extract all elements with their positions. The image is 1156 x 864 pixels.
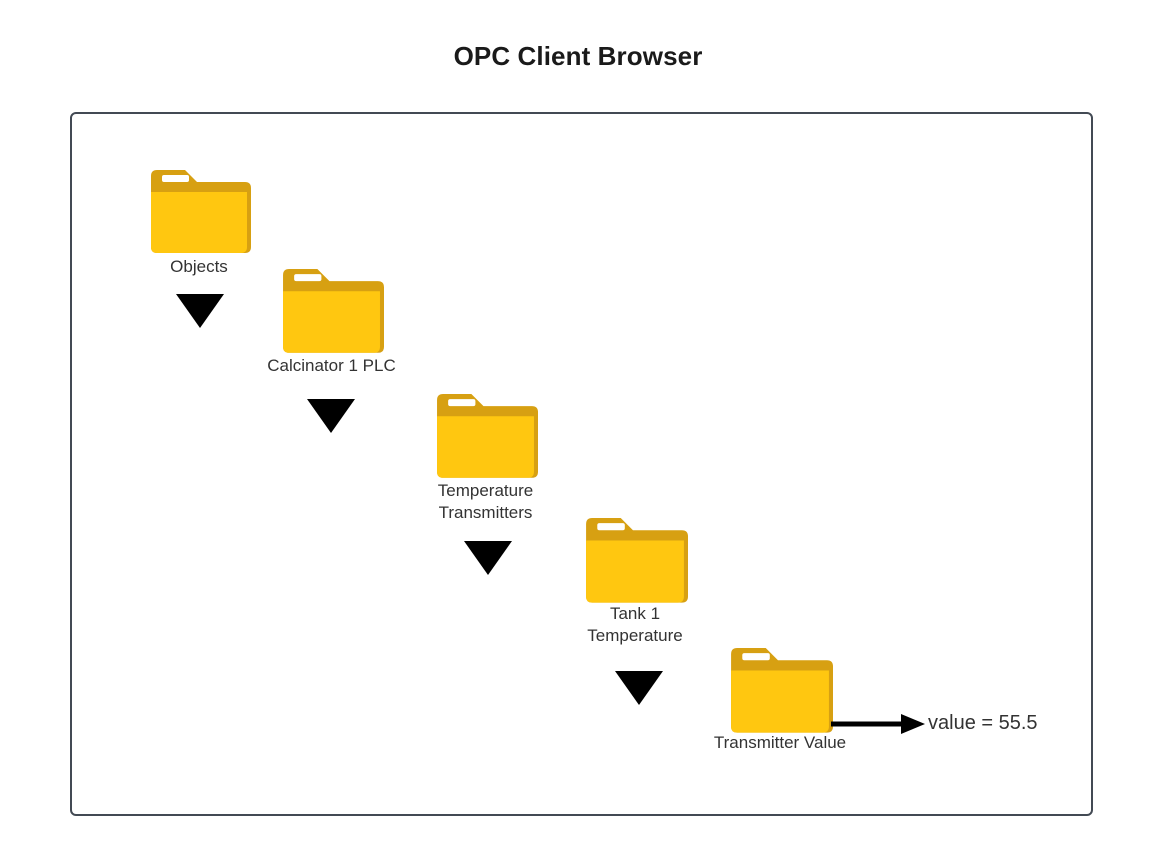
folder-icon[interactable] <box>279 267 384 355</box>
folder-icon[interactable] <box>582 516 688 605</box>
folder-icon[interactable] <box>147 168 251 255</box>
node-label-line-1: Temperature <box>437 481 534 500</box>
folder-icon[interactable] <box>727 646 833 735</box>
node-calcinator-1-plc[interactable]: Calcinator 1 PLC <box>267 267 396 375</box>
down-arrow-icon <box>307 399 355 433</box>
node-label-line-2: Temperature <box>587 626 683 645</box>
folder-icon[interactable] <box>433 392 538 480</box>
down-arrow-icon <box>464 541 512 575</box>
node-label-tank-1-temperature: Tank 1 Temperature <box>587 603 682 647</box>
transmitter-value-readout: value = 55.5 <box>928 712 1038 734</box>
right-arrow-icon <box>831 711 927 737</box>
node-label-calcinator-1-plc: Calcinator 1 PLC <box>267 356 396 375</box>
node-objects[interactable]: Objects <box>147 168 251 276</box>
page-title: OPC Client Browser <box>453 41 703 71</box>
node-transmitter-value[interactable]: Transmitter Value <box>714 646 846 752</box>
node-label-objects: Objects <box>170 257 228 276</box>
node-tank-1-temperature[interactable]: Tank 1 Temperature <box>582 516 688 645</box>
down-arrow-icon <box>615 671 663 705</box>
node-label-transmitter-value: Transmitter Value <box>713 733 847 752</box>
node-temperature-transmitters[interactable]: Temperature Transmitters <box>433 392 538 522</box>
node-label-line-2: Transmitters <box>438 503 533 522</box>
node-label-line-1: Tank 1 <box>609 604 661 623</box>
down-arrow-icon <box>176 294 224 328</box>
node-label-temperature-transmitters: Temperature Transmitters <box>438 480 533 524</box>
